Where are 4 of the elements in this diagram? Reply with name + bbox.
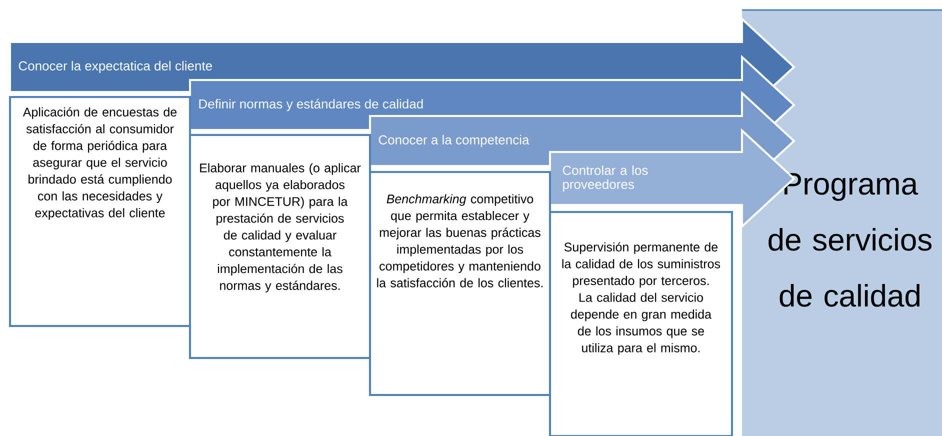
text-box: Supervisión permanente de la calidad de los suministros presentado por terceros. La calidad del servicio depende en gran medida de los insumos que se utiliza para el mismo.: [549, 211, 733, 436]
text-box: Aplicación de encuestas de satisfacción al consumidor de forma periódica para asegurar que el servicio brindado está cumpliendo con las necesidades y expectativas del cliente: [9, 96, 192, 327]
text-box: Benchmarking competitivo que permita establecer y mejorar las buenas prácticas implementadas por los competidores y manteniendo la satisfacción de los clientes.: [369, 171, 551, 396]
text-box: Elaborar manuales (o aplicar aquellos ya elaborados por MINCETUR) para la prestación de servicios de calidad y evaluar constantemente la implementación de las normas y estándares.: [189, 134, 371, 359]
